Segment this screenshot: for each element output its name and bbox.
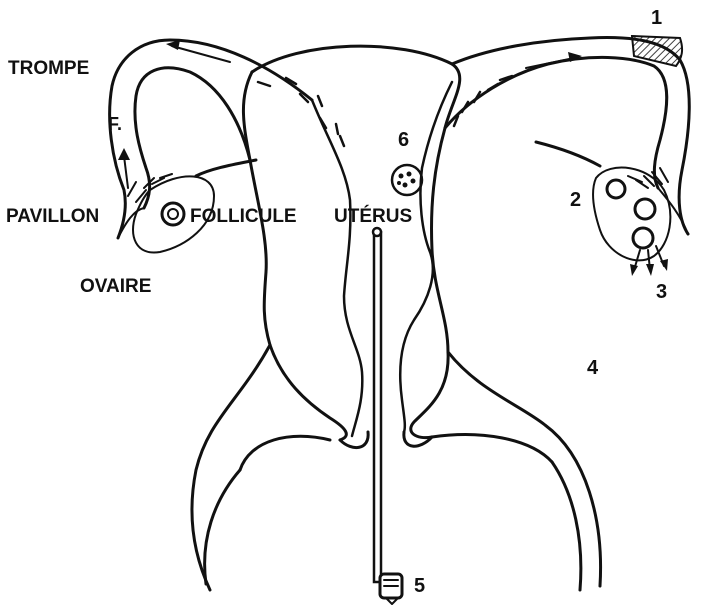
right-follicle-2 — [635, 199, 655, 219]
vagina-outer-right — [448, 352, 601, 586]
vagina-wall-right — [552, 462, 581, 590]
uterus-outline — [252, 46, 460, 438]
label-pavillon: PAVILLON — [6, 206, 99, 227]
label-follicule: FOLLICULE — [190, 206, 297, 227]
f-arrow — [124, 156, 128, 188]
label-uterus: UTÉRUS — [334, 205, 412, 227]
label-2: 2 — [570, 189, 581, 211]
right-ovarian-ligament — [536, 142, 600, 166]
label-f: F. — [108, 114, 122, 134]
follicle-core — [168, 209, 178, 219]
f-arrowhead — [118, 148, 130, 160]
left-ovarian-ligament — [196, 160, 256, 176]
left-tube-lower — [135, 68, 250, 208]
right-follicle-1 — [607, 180, 625, 198]
label-4: 4 — [587, 357, 599, 379]
ovulation-arrowhead-1 — [630, 264, 638, 276]
fertilized-egg-icon — [392, 165, 422, 195]
egg-cells — [397, 172, 416, 188]
label-ovaire: OVAIRE — [80, 276, 151, 297]
vagina-wall-left — [205, 470, 240, 584]
catheter-tip — [373, 228, 381, 236]
vaginal-vault-left — [240, 436, 330, 470]
catheter-rod — [374, 232, 381, 582]
label-1: 1 — [651, 7, 662, 29]
ovulation-arrowhead-2 — [646, 264, 654, 276]
label-6: 6 — [398, 129, 409, 151]
uterine-cavity — [312, 100, 362, 436]
vaginal-vault-right — [432, 435, 552, 462]
ovulation-arrowhead-3 — [660, 259, 668, 271]
label-5: 5 — [414, 575, 425, 597]
right-tube-arrow — [526, 58, 574, 68]
uterus-outline-left — [243, 72, 346, 440]
right-follicle-3 — [633, 228, 653, 248]
follicle-icon — [162, 203, 184, 225]
cervix-left-lobe — [340, 432, 368, 448]
label-3: 3 — [656, 281, 667, 303]
cervix-right-lobe — [404, 432, 432, 446]
label-trompe: TROMPE — [8, 58, 89, 79]
